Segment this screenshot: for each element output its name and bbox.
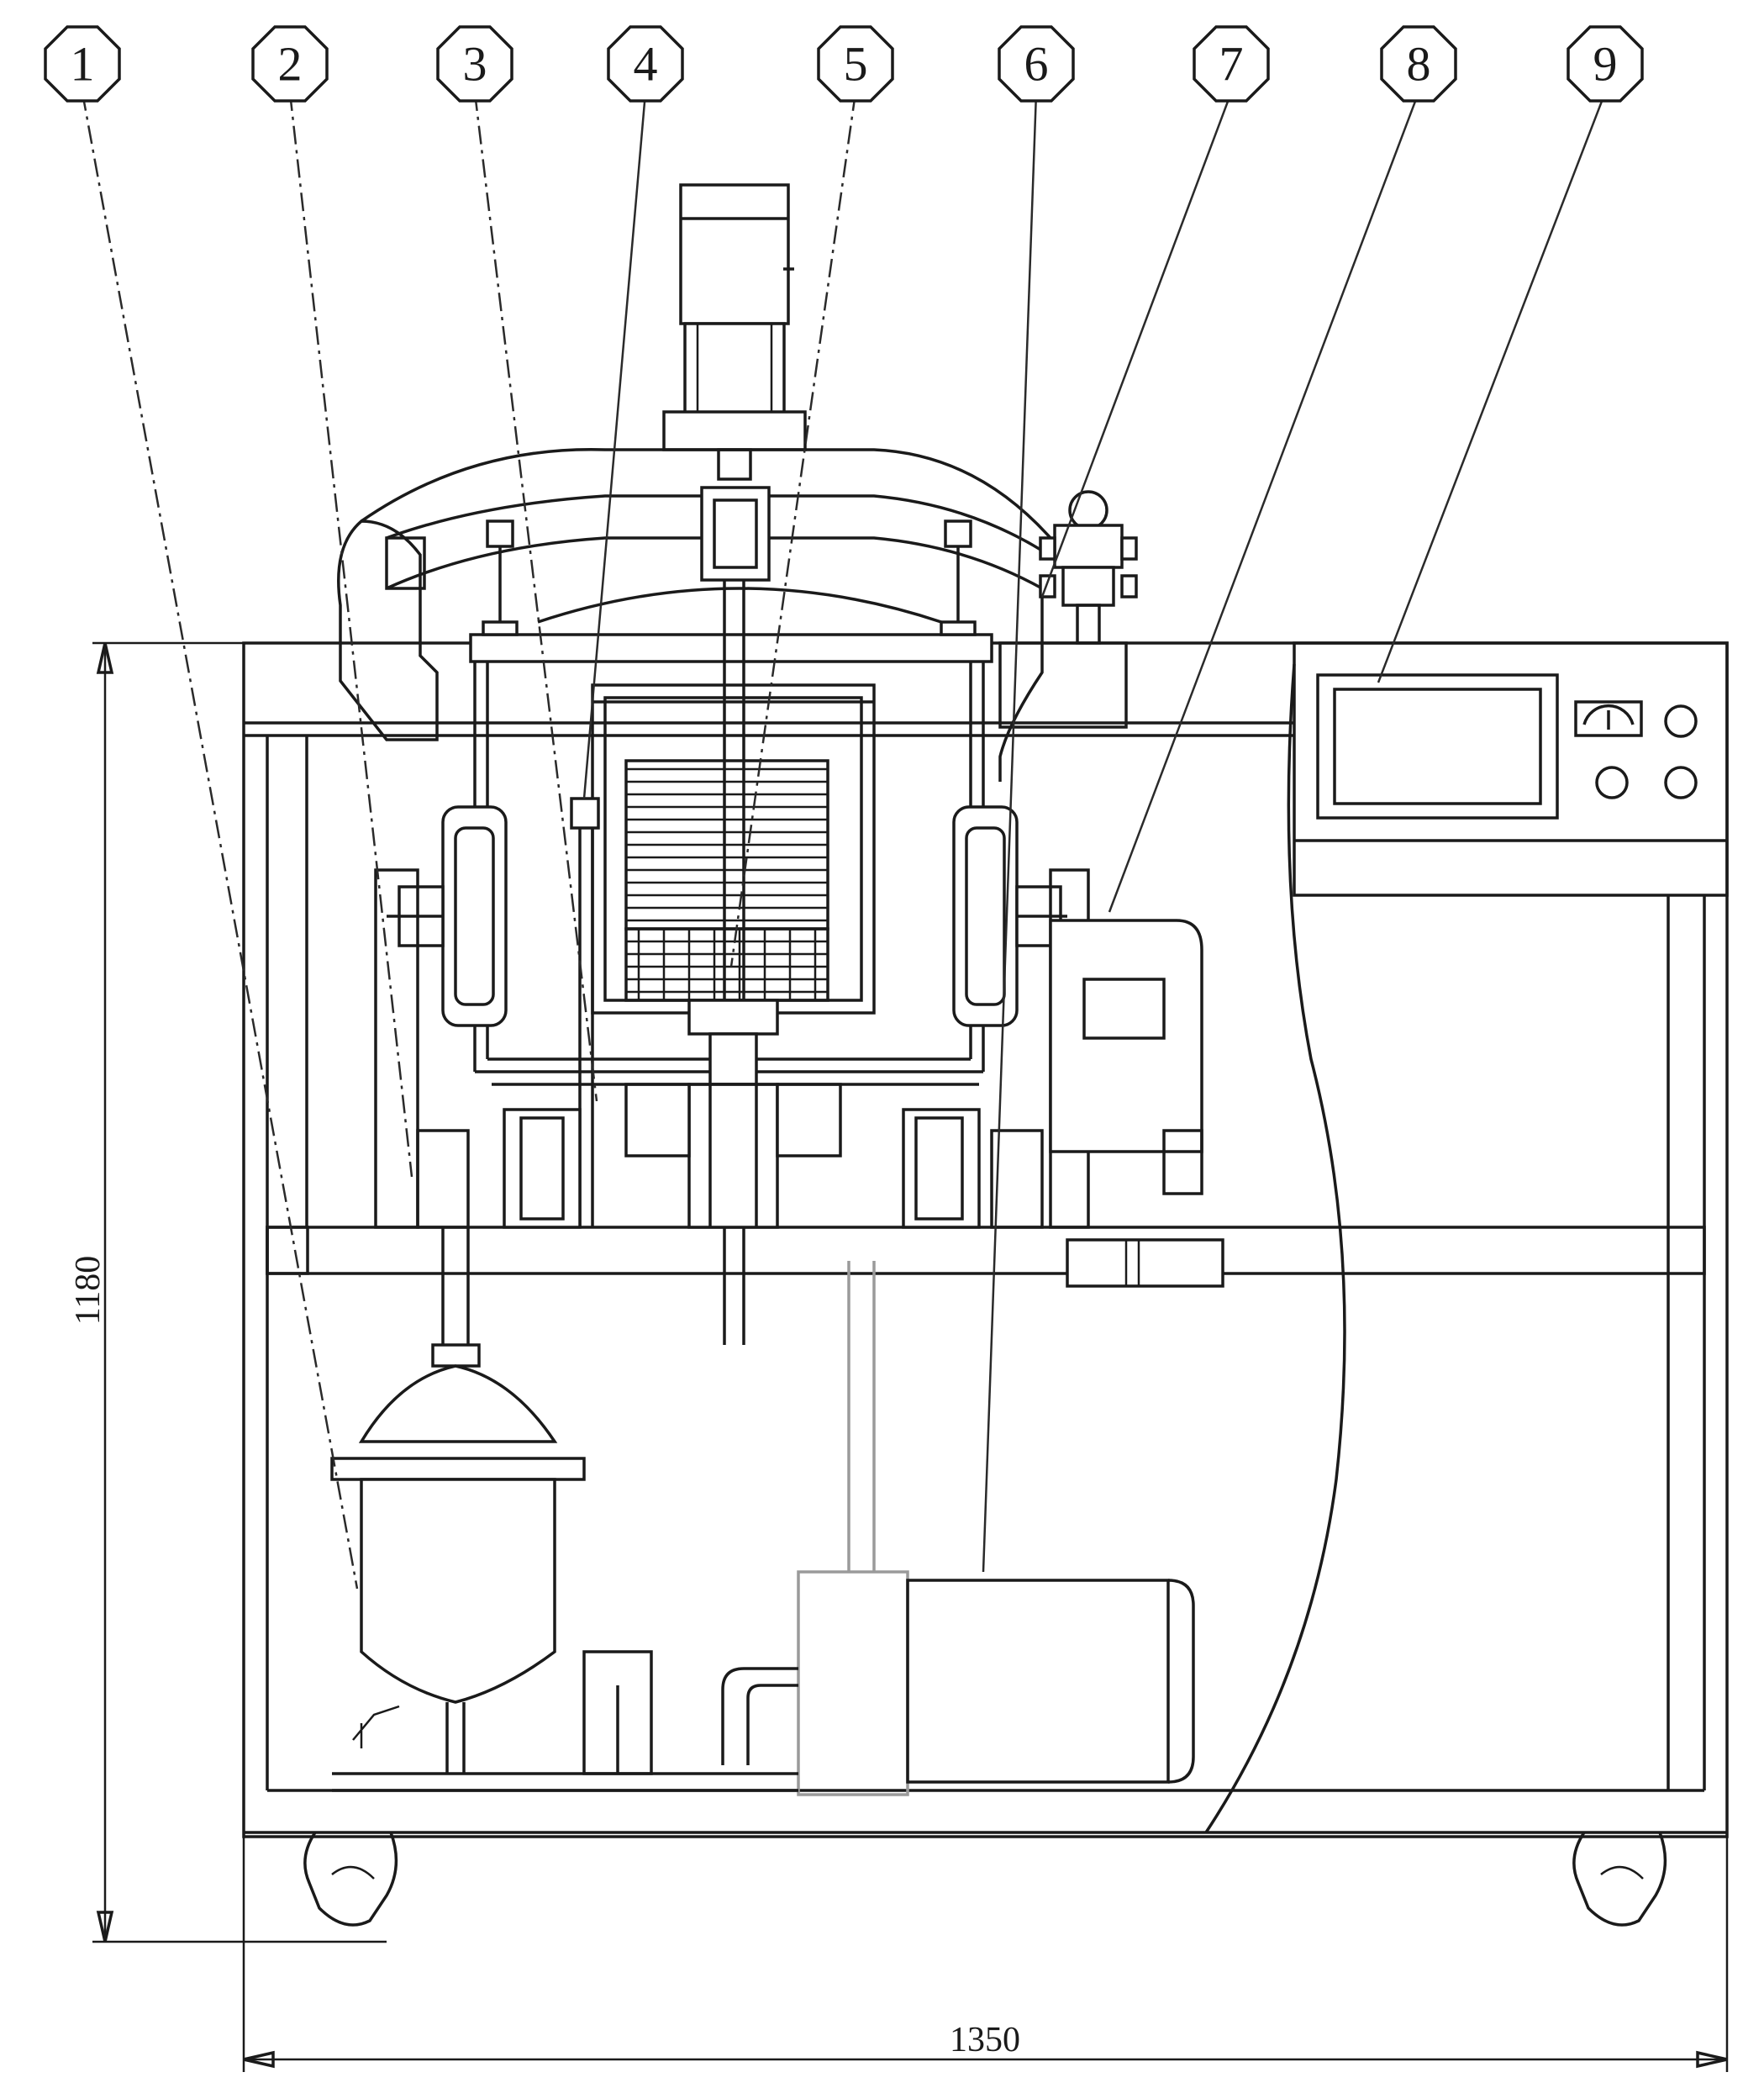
filter-plates <box>624 759 829 931</box>
bottom-flanges <box>492 1083 981 1229</box>
agitator-motor <box>662 183 807 481</box>
callout-1-label: 1 <box>71 37 95 92</box>
dimension-height: 1180 <box>69 641 387 1943</box>
safety-valve <box>1039 490 1138 645</box>
callout-9-label: 9 <box>1593 37 1618 92</box>
display-screen <box>1316 673 1559 820</box>
callout-4: 4 <box>607 25 684 103</box>
callout-7: 7 <box>1193 25 1270 103</box>
packed-bed <box>624 927 829 1002</box>
callout-8-label: 8 <box>1407 37 1431 92</box>
callout-4-label: 4 <box>634 37 658 92</box>
reactor-lid <box>337 447 1128 782</box>
receiver-tank <box>330 1227 586 1774</box>
callout-3-label: 3 <box>463 37 487 92</box>
indicator-light <box>1595 766 1629 799</box>
gauge-icon <box>1574 700 1643 737</box>
reaction-vessel <box>473 580 985 1345</box>
callout-1: 1 <box>44 25 121 103</box>
callout-6: 6 <box>998 25 1075 103</box>
leader-lines <box>81 92 1607 1590</box>
width-dimension-label: 1350 <box>950 2021 1020 2059</box>
side-panels <box>374 868 1090 1229</box>
sight-glass-right <box>952 805 1067 1027</box>
callout-6-label: 6 <box>1024 37 1049 92</box>
callout-8: 8 <box>1380 25 1457 103</box>
control-panel <box>1293 641 1729 897</box>
indicator-light <box>1664 766 1698 799</box>
dimension-width: 1350 <box>242 1832 1729 2072</box>
height-dimension-label: 1180 <box>69 1256 108 1325</box>
callout-2: 2 <box>251 25 329 103</box>
caster-right <box>1572 1832 1667 1927</box>
callout-5-label: 5 <box>844 37 868 92</box>
callout-9: 9 <box>1567 25 1644 103</box>
callout-3: 3 <box>436 25 513 103</box>
indicator-light <box>1664 704 1698 738</box>
callout-5: 5 <box>817 25 894 103</box>
circulation-pump <box>1049 919 1224 1288</box>
callout-7-label: 7 <box>1219 37 1244 92</box>
caster-left <box>303 1832 398 1927</box>
sight-glass-left <box>387 805 508 1027</box>
vacuum-pump <box>332 1261 1195 1796</box>
callout-2-label: 2 <box>278 37 303 92</box>
